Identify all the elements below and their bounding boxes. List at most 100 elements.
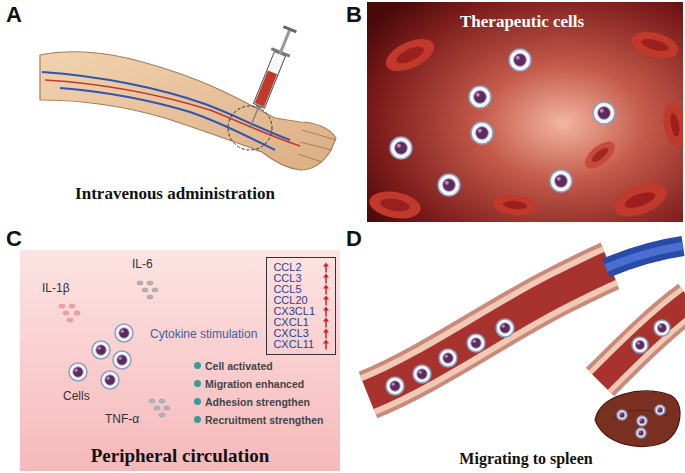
panel-caption: Migrating to spleen [367, 450, 685, 468]
effect-item: Adhesion strengthen [205, 396, 310, 408]
increase-arrow [323, 307, 329, 311]
therapeutic-cell [637, 342, 640, 345]
cytokine-label: IL-6 [132, 258, 153, 272]
spleen-migration-illustration [368, 266, 610, 395]
red-blood-cell [381, 32, 439, 78]
red-blood-cell [669, 112, 681, 137]
therapeutic-cell [417, 369, 427, 379]
red-blood-cell [394, 43, 426, 67]
therapeutic-cell [657, 407, 663, 413]
therapeutic-cell [632, 337, 648, 353]
red-blood-cell [629, 27, 682, 63]
cytokine-dot [159, 413, 165, 417]
therapeutic-cell [438, 174, 460, 196]
cytokine-dot [137, 281, 158, 299]
therapeutic-cell [115, 324, 133, 342]
process-label: Cytokine stimulation [150, 328, 257, 342]
therapeutic-cell [467, 334, 485, 352]
therapeutic-cell [593, 102, 615, 124]
therapeutic-cell [550, 170, 572, 192]
therapeutic-cell [469, 86, 491, 108]
red-blood-cell [623, 189, 657, 211]
therapeutic-cell [438, 174, 460, 196]
therapeutic-cell [469, 86, 491, 108]
cytokine-dot [149, 399, 170, 417]
therapeutic-cell [390, 381, 400, 391]
increase-arrow [322, 295, 330, 306]
therapeutic-cell [413, 365, 431, 383]
therapeutic-cell [105, 375, 115, 385]
therapeutic-cell [657, 323, 666, 332]
therapeutic-cell [471, 338, 481, 348]
therapeutic-cell [69, 363, 87, 381]
red-blood-cell [660, 101, 683, 148]
therapeutic-cell [617, 410, 627, 420]
therapeutic-cell [555, 175, 568, 188]
therapeutic-cell [476, 127, 489, 140]
arm-illustration [40, 24, 336, 170]
chemokine-name: CCL3 [273, 273, 315, 284]
therapeutic-cell [654, 320, 670, 336]
syringe [253, 52, 285, 108]
spleen-migration-illustration [606, 246, 683, 268]
arm-illustration [298, 130, 336, 162]
increase-arrow [322, 339, 330, 350]
chemokine-name: CXCL11 [273, 339, 315, 350]
therapeutic-cell [636, 428, 646, 438]
panel-caption: Peripheral circulation [20, 445, 340, 467]
increase-arrow [322, 273, 330, 284]
cytokine-dot [137, 281, 143, 285]
red-blood-cell [492, 193, 538, 217]
cytokine-dot [69, 304, 75, 308]
therapeutic-cell [659, 325, 662, 328]
therapeutic-cell [654, 320, 670, 336]
therapeutic-cell [386, 319, 670, 438]
cytokine-dot [159, 399, 165, 403]
red-blood-cell [640, 37, 670, 54]
panel-letter: B [346, 4, 362, 26]
therapeutic-cell [550, 170, 572, 192]
arm-illustration [40, 52, 336, 170]
therapeutic-cell [639, 418, 645, 424]
syringe [250, 108, 258, 128]
therapeutic-cell [500, 323, 510, 333]
red-blood-cell [629, 27, 682, 63]
vessel-panel: Therapeutic cells [367, 2, 683, 222]
therapeutic-cell [655, 405, 665, 415]
chemokine-name: CCL2 [273, 262, 315, 273]
red-blood-cell [609, 177, 671, 222]
therapeutic-cell [658, 408, 660, 410]
increase-arrow [322, 284, 330, 295]
therapeutic-cell [639, 431, 641, 433]
therapeutic-cell [617, 410, 627, 420]
therapeutic-cell [73, 367, 83, 377]
spleen-migration-illustration [600, 300, 685, 382]
panel-letter: C [6, 228, 22, 250]
therapeutic-cell [598, 107, 611, 120]
panel-letter: D [346, 228, 362, 250]
cytokine-dot [154, 406, 160, 410]
chemokine-name: CCL5 [273, 284, 315, 295]
circulation-illustration [20, 250, 340, 471]
increase-arrow [322, 317, 330, 328]
therapeutic-cell [636, 428, 646, 438]
therapeutic-cell [509, 49, 531, 71]
therapeutic-cell [439, 349, 457, 367]
therapeutic-cell [655, 405, 665, 415]
therapeutic-cell [386, 377, 404, 395]
therapeutic-cell [635, 340, 644, 349]
red-blood-cell [590, 146, 610, 165]
therapeutic-cell [640, 419, 642, 421]
panel-letter: A [6, 4, 22, 26]
cytokine-label: IL-1β [42, 282, 70, 296]
red-blood-cell [367, 27, 683, 222]
blood-vessel-illustration [367, 2, 683, 222]
cytokine-label: TNF-α [105, 413, 139, 427]
spleen-migration-illustration [368, 266, 610, 395]
increase-arrow [322, 306, 330, 317]
therapeutic-cell [496, 319, 514, 337]
cytokine-dot [74, 311, 80, 315]
red-blood-cell [580, 137, 619, 174]
cytokine-dot [63, 311, 69, 315]
